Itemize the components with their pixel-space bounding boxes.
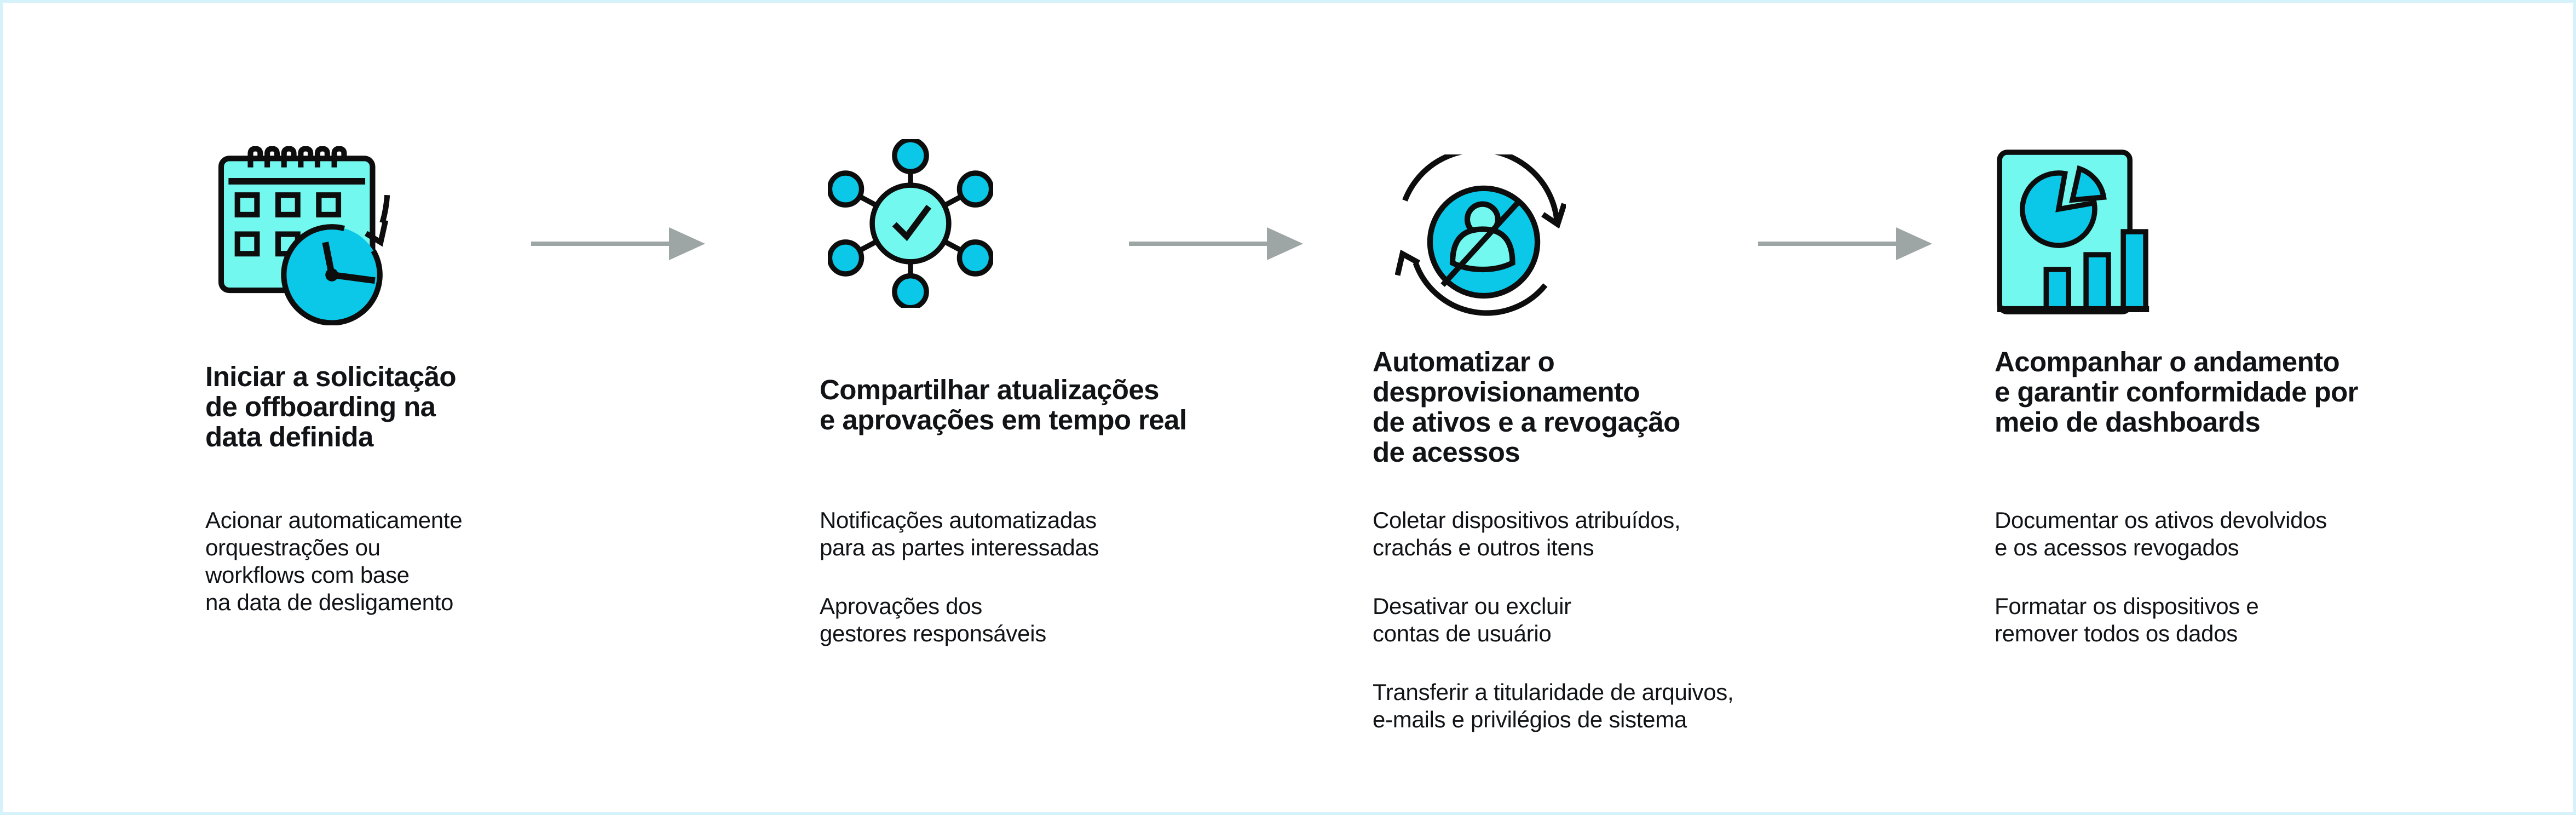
dashboard-report-icon [1997,150,2149,314]
step-1-description: Acionar automaticamente orquestrações ou… [205,507,463,616]
step-4-description: Documentar os ativos devolvidos e os ace… [1995,507,2327,647]
step-3-title: Automatizar o desprovisionamento de ativ… [1373,346,1680,468]
share-network-check-icon [828,139,993,308]
step-3-paragraph-1: Coletar dispositivos atribuídos, crachás… [1373,507,1681,560]
calendar-clock-icon [218,146,390,325]
step-2-paragraph-1: Notificações automatizadas para as parte… [820,507,1099,560]
step-2-description: Notificações automatizadas para as parte… [820,507,1099,647]
step-2-paragraph-2: Aprovações dos gestores responsáveis [820,593,1046,646]
step-4-paragraph-1: Documentar os ativos devolvidos e os ace… [1995,507,2327,560]
flow-arrow-2 [1129,227,1303,260]
step-1-title: Iniciar a solicitação de offboarding na … [205,361,457,452]
deprovision-user-sync-icon [1395,154,1566,316]
flow-arrow-1 [531,227,705,260]
flow-arrow-3 [1758,227,1932,260]
step-4-title: Acompanhar o andamento e garantir confor… [1995,346,2359,438]
step-4-paragraph-2: Formatar os dispositivos e remover todos… [1995,593,2259,646]
step-3-paragraph-2: Desativar ou excluir contas de usuário [1373,593,1571,646]
step-2-title: Compartilhar atualizações e aprovações e… [820,374,1187,435]
step-3-paragraph-3: Transferir a titularidade de arquivos, e… [1373,679,1734,732]
step-1-paragraph-1: Acionar automaticamente orquestrações ou… [205,507,463,615]
step-3-description: Coletar dispositivos atribuídos, crachás… [1373,507,1734,733]
